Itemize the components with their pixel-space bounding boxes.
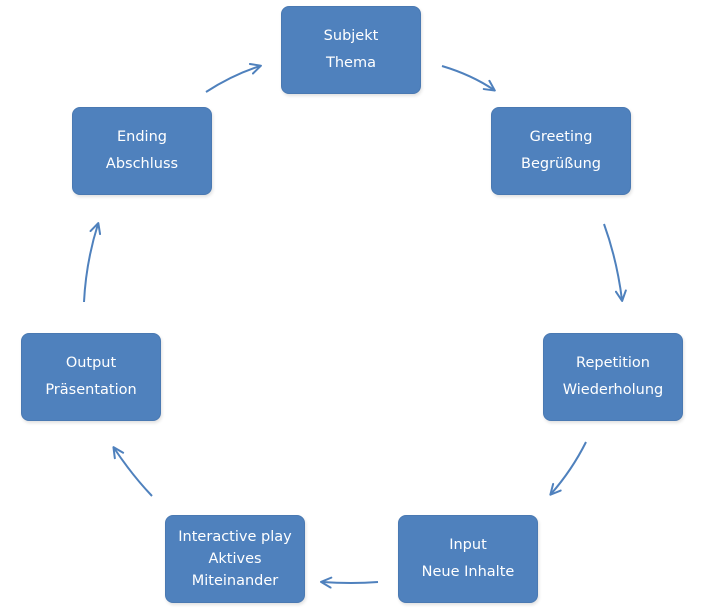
node-repetition-line-2: Wiederholung <box>562 382 664 398</box>
node-greeting-line-1: Greeting <box>529 129 593 145</box>
node-output: Output Präsentation <box>21 333 161 421</box>
node-output-line-2: Präsentation <box>45 382 137 398</box>
node-subject-line-2: Thema <box>326 55 376 71</box>
arrow-input-to-interactive <box>320 576 379 589</box>
arrow-subject-to-greeting <box>441 65 496 92</box>
arrow-repetition-to-input <box>549 441 587 496</box>
arrow-output-to-ending <box>83 222 102 303</box>
node-ending-line-1: Ending <box>117 129 167 145</box>
node-greeting: Greeting Begrüßung <box>491 107 631 195</box>
arrow-interactive-to-output <box>112 446 153 497</box>
node-interactive-line-1: Interactive play <box>178 529 292 545</box>
node-input-line-2: Neue Inhalte <box>421 564 515 580</box>
node-subject: Subjekt Thema <box>281 6 421 94</box>
node-output-line-1: Output <box>65 355 117 371</box>
node-interactive-line-3: Miteinander <box>191 573 279 589</box>
node-greeting-line-2: Begrüßung <box>521 156 601 172</box>
node-interactive-line-2: Aktives <box>208 551 262 567</box>
node-ending-line-2: Abschluss <box>105 156 179 172</box>
node-input: Input Neue Inhalte <box>398 515 538 603</box>
node-repetition-line-1: Repetition <box>576 355 650 371</box>
node-subject-line-1: Subjekt <box>323 28 379 44</box>
node-input-line-1: Input <box>449 537 487 553</box>
node-interactive: Interactive play Aktives Miteinander <box>165 515 305 603</box>
arrow-ending-to-subject <box>205 62 262 93</box>
node-repetition: Repetition Wiederholung <box>543 333 683 421</box>
arrow-greeting-to-repetition <box>603 223 627 302</box>
node-ending: Ending Abschluss <box>72 107 212 195</box>
